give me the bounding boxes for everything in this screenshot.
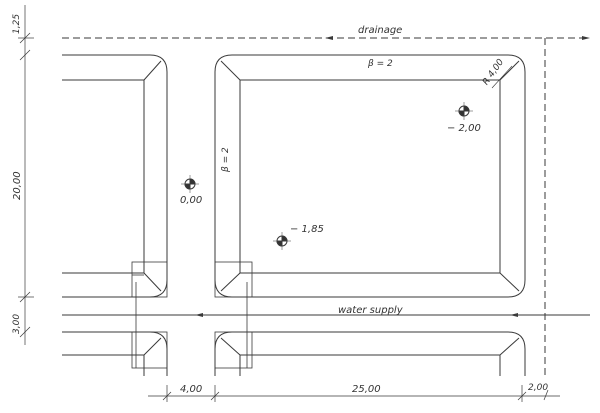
slope-label-top: β = 2 <box>368 59 393 69</box>
benchmark-1-icon <box>273 232 291 250</box>
benchmark-2-icon <box>455 102 473 120</box>
arrow-left-icon <box>195 313 203 317</box>
left-pond <box>62 54 168 298</box>
benchmark-icons <box>181 102 473 250</box>
water-supply-line <box>62 313 590 317</box>
dimension-25-00: 25,00 <box>352 384 381 395</box>
sluice-structures <box>131 261 253 369</box>
water-supply-label: water supply <box>338 305 403 316</box>
benchmark-label-1: − 1,85 <box>290 224 324 235</box>
lower-left-pond <box>62 331 168 376</box>
benchmark-label-2: − 2,00 <box>447 123 481 134</box>
benchmark-label-0: 0,00 <box>180 195 203 206</box>
vertical-dimension <box>18 5 34 345</box>
slope-label-left: β = 2 <box>221 147 231 172</box>
dimension-1-25: 1,25 <box>12 13 22 34</box>
benchmark-0-icon <box>181 175 199 193</box>
dimension-20-00: 20,00 <box>12 171 23 200</box>
radius-leader <box>491 65 513 89</box>
drainage-line <box>62 36 590 40</box>
drainage-label: drainage <box>358 25 403 36</box>
arrow-right-icon <box>582 36 590 40</box>
horizontal-dimension <box>148 385 560 402</box>
dimension-2-00: 2,00 <box>528 383 549 393</box>
main-pond <box>214 54 526 298</box>
lower-right-pond <box>214 331 526 376</box>
dimension-4-00: 4,00 <box>180 384 203 395</box>
arrow-left-icon <box>325 36 333 40</box>
dimension-3-00: 3,00 <box>12 313 22 334</box>
arrow-left-icon <box>510 313 518 317</box>
